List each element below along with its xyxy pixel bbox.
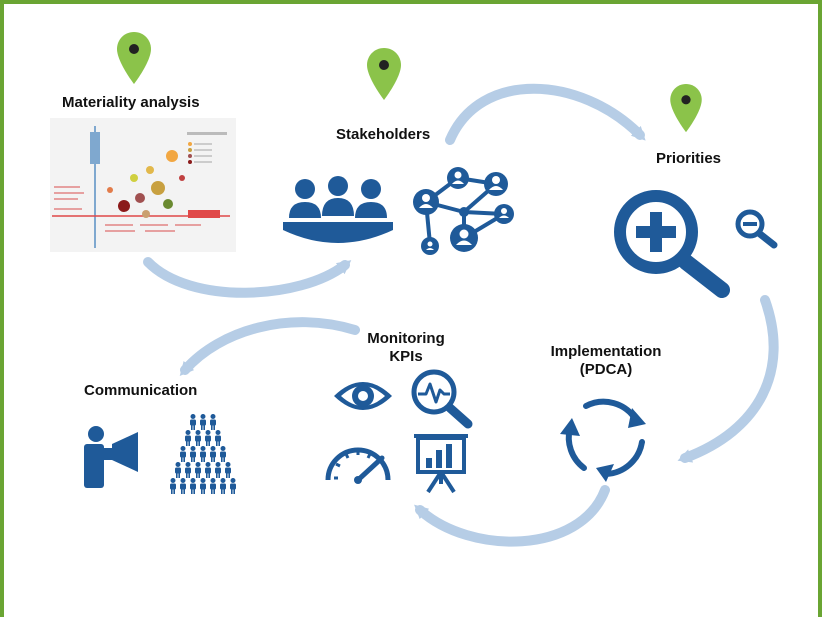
presentation-chart-icon: [414, 434, 468, 494]
location-pin-icon: [117, 32, 151, 84]
implementation-label-line1: Implementation: [550, 343, 662, 360]
arrow-priorities-to-implementation: [677, 295, 779, 463]
stakeholders-label: Stakeholders: [336, 126, 431, 143]
monitoring-label: Monitoring KPIs: [361, 330, 451, 366]
communication-label: Communication: [84, 382, 198, 399]
arrow-stakeholders-to-priorities: [445, 83, 646, 145]
priorities-label: Priorities: [656, 150, 722, 167]
arrow-implementation-to-monitoring: [414, 485, 610, 547]
eye-icon: [334, 382, 392, 410]
magnify-pulse-icon: [411, 369, 473, 429]
implementation-label: Implementation (PDCA): [546, 343, 666, 379]
magnify-minus-icon: [735, 209, 778, 249]
location-pin-icon: [670, 84, 702, 133]
monitoring-label-line2: KPIs: [389, 348, 423, 365]
materiality-chart-thumbnail: [50, 118, 236, 252]
refresh-cycle-icon: [560, 398, 646, 482]
speedometer-icon: [325, 447, 391, 484]
arrow-monitoring-to-communication: [179, 317, 360, 377]
implementation-label-line2: (PDCA): [579, 361, 633, 378]
team-meeting-icon: [283, 176, 393, 243]
materiality-label: Materiality analysis: [62, 94, 200, 111]
crowd-pyramid-icon: [170, 414, 236, 494]
location-pin-icon: [367, 48, 401, 100]
megaphone-speaker-icon: [84, 426, 138, 488]
magnify-plus-icon: [614, 190, 730, 298]
arrow-materiality-to-stakeholders: [143, 257, 352, 298]
monitoring-label-line1: Monitoring: [367, 330, 445, 347]
network-people-icon: [413, 167, 514, 255]
